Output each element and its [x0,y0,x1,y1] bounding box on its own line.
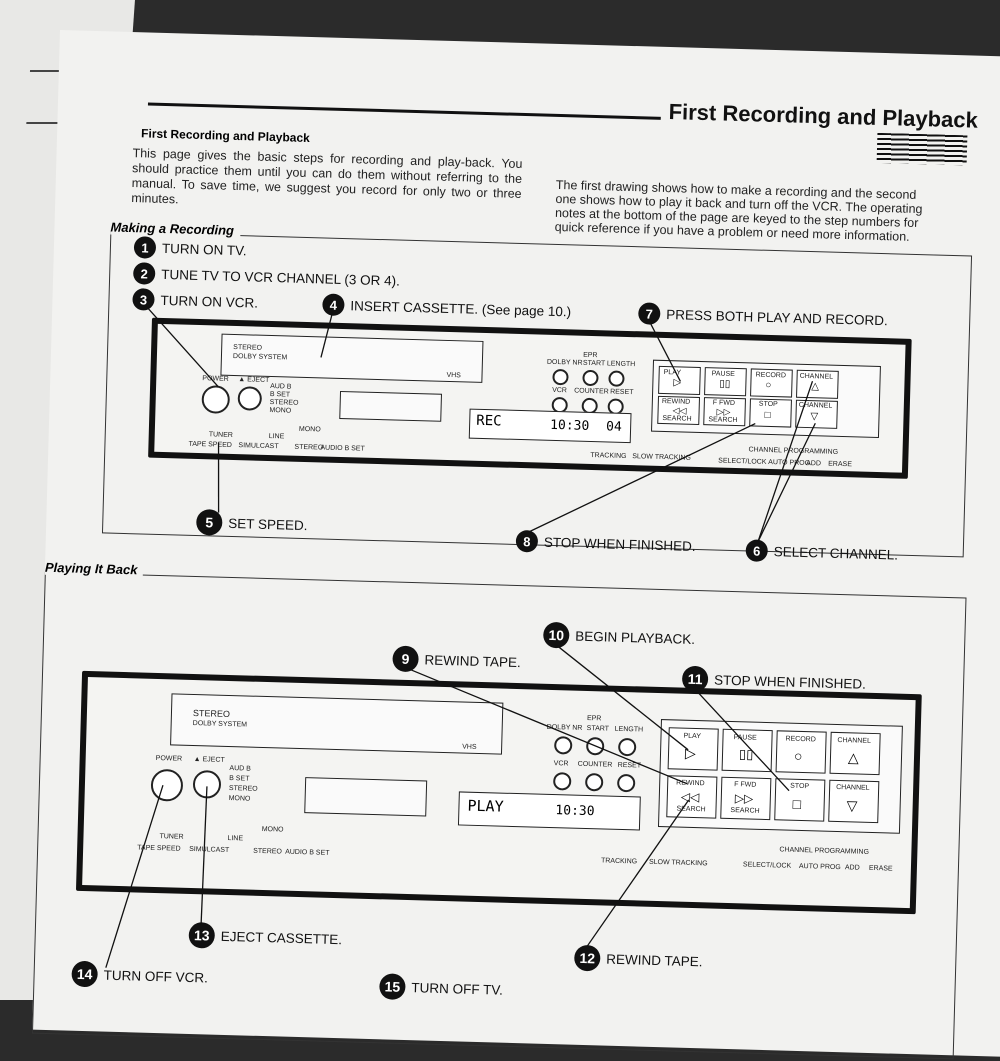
leader-lines [105,308,816,968]
manual-page: First Recording and Playback First Recor… [31,30,1000,1060]
